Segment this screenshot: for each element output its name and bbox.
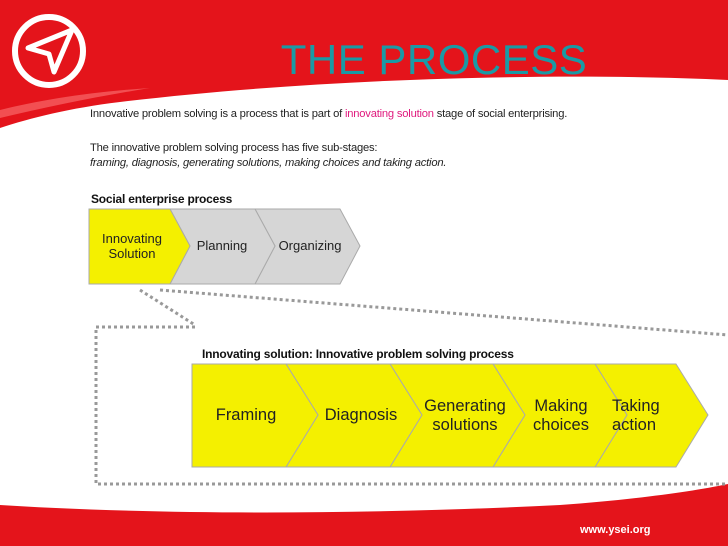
connector-right: [159, 288, 728, 337]
footer-url: www.ysei.org: [580, 524, 651, 536]
logo-icon: [12, 14, 86, 88]
step-label: Framing: [215, 406, 277, 425]
substages-line-1: The innovative problem solving process h…: [90, 142, 378, 154]
page-title: THE PROCESS: [280, 36, 588, 83]
substages-line-2: framing, diagnosis, generating solutions…: [90, 157, 447, 169]
intro-text: Innovative problem solving is a process …: [90, 108, 568, 120]
step-label: Diagnosis: [324, 406, 398, 425]
connector-left: [139, 288, 196, 327]
dotted-frame: [94, 325, 728, 486]
chevron-framing: [191, 363, 319, 468]
step-label: Organizing: [278, 238, 342, 254]
social-process-label: Social enterprise process: [91, 192, 233, 206]
innovating-process-label: Innovating solution: Innovative problem …: [202, 347, 514, 361]
step-label: Planning: [196, 238, 248, 254]
chevron-innovating-solution: [88, 208, 191, 285]
highlight-text: innovating solution: [344, 108, 434, 120]
